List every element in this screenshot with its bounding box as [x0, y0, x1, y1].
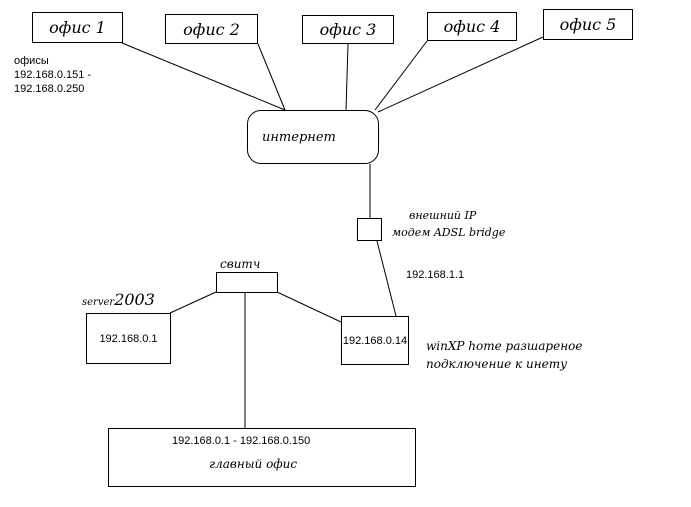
link-office2-internet: [257, 43, 286, 111]
modem-box: [357, 218, 382, 241]
link-switch-winxp: [276, 291, 342, 323]
winxp-box: 192.168.0.14: [341, 316, 409, 365]
office-5-box: офис 5: [543, 9, 633, 40]
office-1-label: офис 1: [49, 18, 106, 37]
switch-box: [216, 272, 278, 293]
link-office4-internet: [374, 40, 428, 111]
server-name: server2003: [82, 292, 155, 308]
office-2-box: офис 2: [165, 14, 258, 44]
offices-note-range-end: 192.168.0.250: [14, 83, 85, 95]
server-name-big: 2003: [114, 290, 155, 309]
link-office3-internet: [345, 43, 349, 111]
office-2-label: офис 2: [183, 19, 240, 39]
office-1-box: офис 1: [32, 12, 123, 43]
winxp-note-line1: winXP home разшареное: [426, 339, 583, 353]
main-office-ip-range: 192.168.0.1 - 192.168.0.150: [172, 435, 311, 447]
offices-note-range-start: 192.168.0.151 -: [14, 69, 92, 81]
offices-note-title: офисы: [14, 55, 49, 67]
internet-box: интернет: [247, 110, 379, 164]
modem-ip-label: 192.168.1.1: [406, 269, 465, 281]
office-4-box: офис 4: [427, 12, 517, 41]
office-4-label: офис 4: [443, 17, 501, 36]
winxp-note-line2: подключение к инету: [426, 357, 568, 371]
internet-label: интернет: [262, 129, 336, 145]
switch-label: свитч: [220, 257, 261, 271]
modem-external-ip-label: внешний IP: [409, 209, 477, 222]
link-switch-server: [169, 291, 217, 314]
office-3-box: офис 3: [302, 15, 394, 44]
main-office-label: главный офис: [209, 457, 298, 471]
link-modem-winxp: [376, 240, 397, 317]
server-name-small: server: [82, 297, 115, 308]
link-office1-internet: [121, 42, 286, 111]
office-5-label: офис 5: [559, 15, 617, 34]
server-ip: 192.168.0.1: [99, 332, 158, 345]
server-box: 192.168.0.1: [86, 313, 171, 364]
winxp-ip: 192.168.0.14: [342, 334, 408, 347]
main-office-box: 192.168.0.1 - 192.168.0.150 главный офис: [108, 428, 416, 487]
link-office5-internet: [377, 36, 544, 113]
office-3-label: офис 3: [319, 20, 377, 39]
modem-type-label: модем ADSL bridge: [392, 226, 506, 239]
